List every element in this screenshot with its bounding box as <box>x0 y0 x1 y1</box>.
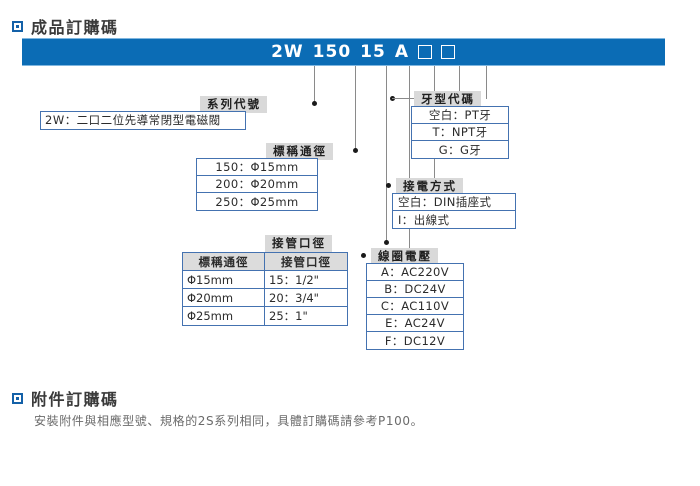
nominal-diameter-option: 150：Φ15mm <box>197 159 317 176</box>
accessory-note: 安裝附件與相應型號、規格的2S系列相同，具體訂購碼請參考P100。 <box>34 414 424 428</box>
square-bullet-icon <box>12 392 23 404</box>
product-code-bar: 2W 150 15 A <box>22 38 665 66</box>
coil-voltage-option: E：AC24V <box>367 315 463 332</box>
pipe-bore-cell: Φ15mm <box>183 271 265 289</box>
accessory-section-title: 附件訂購碼 <box>31 390 119 409</box>
pipe-bore-cell: 20：3/4" <box>265 289 347 307</box>
pipe-bore-table: 標稱通徑 接管口徑 Φ15mm 15：1/2" Φ20mm 20：3/4" Φ2… <box>182 252 348 326</box>
code-segment-wiring-placeholder <box>418 45 432 59</box>
thread-code-label: 牙型代碼 <box>414 91 481 108</box>
coil-voltage-options: A：AC220V B：DC24V C：AC110V E：AC24V F：DC12… <box>366 263 464 350</box>
pipe-bore-cell: 15：1/2" <box>265 271 347 289</box>
code-segment-voltage: A <box>394 42 409 62</box>
accessory-section-heading: 附件訂購碼 <box>12 386 119 410</box>
thread-code-connector <box>392 98 414 99</box>
thread-code-options: 空白：PT牙 T：NPT牙 G：G牙 <box>411 106 509 159</box>
leader-dot-voltage <box>361 253 366 258</box>
leader-line-diameter <box>355 66 356 151</box>
leader-dot-bore <box>384 240 389 245</box>
nominal-diameter-label: 標稱通徑 <box>266 143 333 160</box>
leader-line-bore <box>386 66 387 243</box>
pipe-bore-header: 接管口徑 <box>265 253 347 271</box>
coil-voltage-label: 線圈電壓 <box>371 248 438 265</box>
leader-dot-wiring <box>386 183 391 188</box>
pipe-bore-label: 接管口徑 <box>265 235 332 252</box>
code-segment-bore: 15 <box>360 42 386 62</box>
nominal-diameter-option: 250：Φ25mm <box>215 194 299 209</box>
thread-code-option: T：NPT牙 <box>412 124 508 141</box>
thread-code-option: 空白：PT牙 <box>412 107 508 124</box>
leader-line-extra <box>486 66 487 99</box>
coil-voltage-option: A：AC220V <box>367 264 463 281</box>
product-section-heading: 成品訂購碼 <box>12 14 119 38</box>
leader-line-voltage <box>409 66 410 256</box>
code-segment-diameter: 150 <box>312 42 352 62</box>
wiring-method-label: 接電方式 <box>396 178 463 195</box>
series-code-value-box: 2W：二口二位先導常閉型電磁閥 <box>40 111 246 130</box>
wiring-method-options: 空白：DIN插座式 I：出線式 <box>392 193 516 229</box>
pipe-bore-cell: 25：1" <box>269 309 308 323</box>
pipe-bore-header: 標稱通徑 <box>183 253 265 271</box>
thread-code-option: G：G牙 <box>438 142 482 157</box>
product-section-title: 成品訂購碼 <box>31 18 119 37</box>
wiring-method-option: 空白：DIN插座式 <box>393 194 515 211</box>
code-segment-thread-placeholder <box>441 45 455 59</box>
wiring-method-option: I：出線式 <box>398 212 450 227</box>
series-code-value: 2W：二口二位先導常閉型電磁閥 <box>45 113 221 127</box>
coil-voltage-option: F：DC12V <box>384 333 446 348</box>
product-code-text: 2W 150 15 A <box>271 42 455 62</box>
square-bullet-icon <box>12 20 23 32</box>
series-code-label: 系列代號 <box>200 96 267 113</box>
coil-voltage-option: C：AC110V <box>367 298 463 315</box>
nominal-diameter-options: 150：Φ15mm 200：Φ20mm 250：Φ25mm <box>196 158 318 211</box>
nominal-diameter-option: 200：Φ20mm <box>197 176 317 193</box>
leader-line-thread <box>459 66 460 99</box>
pipe-bore-cell: Φ20mm <box>183 289 265 307</box>
pipe-bore-cell: Φ25mm <box>183 307 265 325</box>
leader-dot-diameter <box>353 148 358 153</box>
coil-voltage-option: B：DC24V <box>367 281 463 298</box>
leader-line-series <box>314 66 315 104</box>
code-segment-series: 2W <box>271 42 304 62</box>
leader-dot-series <box>312 101 317 106</box>
